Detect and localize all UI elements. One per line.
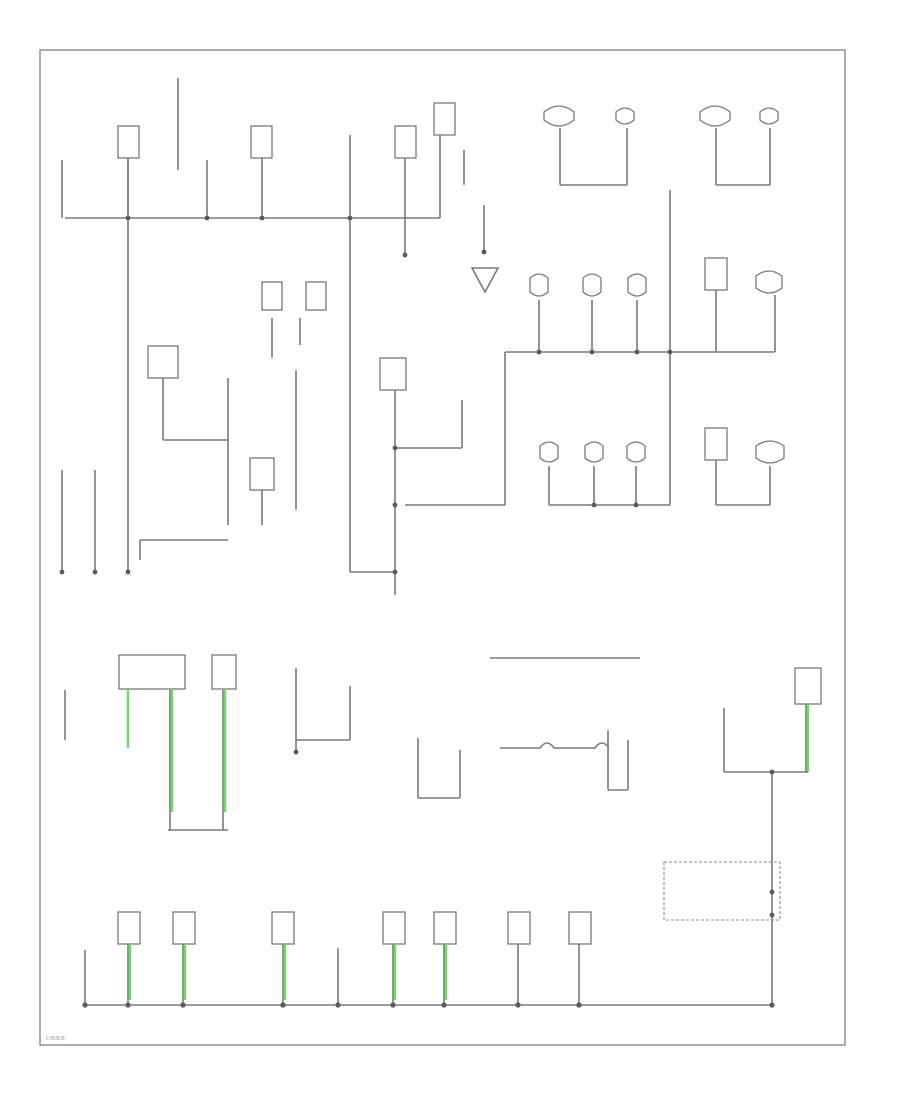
- bottom-ground-bus: [82, 911, 775, 1008]
- internal-switch-box: [663, 861, 781, 921]
- top-right-lamps: [543, 105, 779, 505]
- middle-center-group: [293, 668, 461, 799]
- page-code: C/B/B/B: [46, 1036, 65, 1042]
- middle-right-circuit: [490, 657, 822, 1005]
- center-column: [350, 357, 463, 595]
- middle-right-lamps: [405, 257, 783, 506]
- top-components: [117, 102, 500, 294]
- lower-right-lamps: [539, 427, 785, 508]
- middle-left-group: [64, 654, 237, 831]
- diagram-border: [39, 49, 846, 1046]
- center-modules: [59, 281, 327, 575]
- top-ground-bus: [61, 78, 487, 572]
